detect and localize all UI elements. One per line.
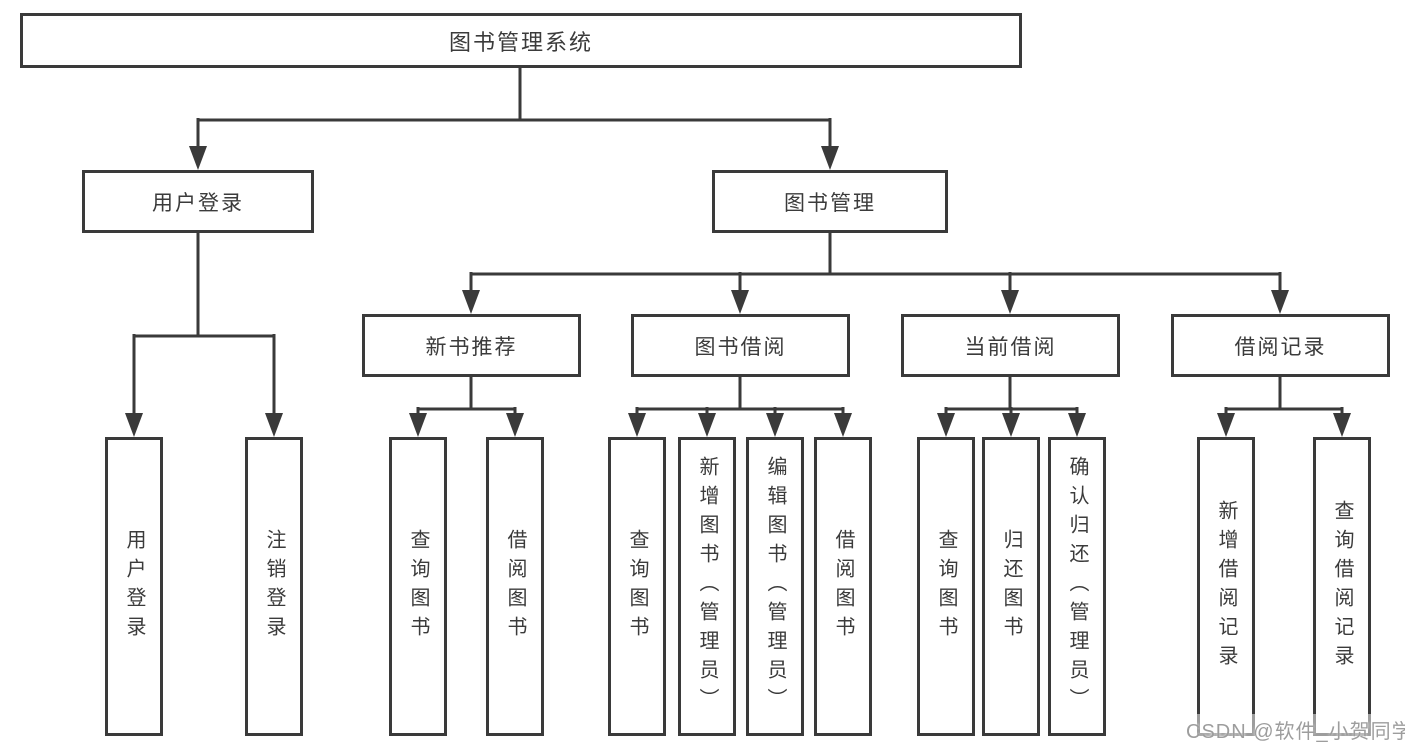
connector-book-management xyxy=(462,233,1289,314)
node-current-borrow-label: 当前借阅 xyxy=(964,335,1057,359)
node-root: 图书管理系统 xyxy=(20,13,1022,68)
leaf-query-borrow-record: 查询借阅记录 xyxy=(1313,437,1371,736)
connector-user-login xyxy=(125,233,283,437)
node-new-book-recommend: 新书推荐 xyxy=(362,314,581,377)
node-book-borrow-label: 图书借阅 xyxy=(694,335,787,359)
leaf-borrow-books-recommend-label: 借阅图书 xyxy=(504,528,526,645)
leaf-edit-book-admin-label: 编辑图书（管理员） xyxy=(764,456,786,717)
leaf-query-borrow-record-label: 查询借阅记录 xyxy=(1331,499,1353,674)
leaf-user-login: 用户登录 xyxy=(105,437,163,736)
node-book-management-label: 图书管理 xyxy=(784,191,876,215)
leaf-user-login-label: 用户登录 xyxy=(123,528,145,645)
node-borrow-records-label: 借阅记录 xyxy=(1234,335,1327,359)
node-book-borrow: 图书借阅 xyxy=(631,314,850,377)
node-book-management: 图书管理 xyxy=(712,170,948,233)
connector-borrow-records xyxy=(1217,377,1351,437)
leaf-borrow-books: 借阅图书 xyxy=(814,437,872,736)
node-current-borrow: 当前借阅 xyxy=(901,314,1120,377)
node-new-book-recommend-label: 新书推荐 xyxy=(425,335,518,359)
node-user-login: 用户登录 xyxy=(82,170,314,233)
leaf-query-books-borrow: 查询图书 xyxy=(608,437,666,736)
connector-current-borrow xyxy=(937,377,1086,437)
leaf-return-book-label: 归还图书 xyxy=(1000,528,1022,645)
leaf-query-books-recommend-label: 查询图书 xyxy=(407,528,429,645)
node-borrow-records: 借阅记录 xyxy=(1171,314,1390,377)
leaf-borrow-books-recommend: 借阅图书 xyxy=(486,437,544,736)
leaf-add-book-admin: 新增图书（管理员） xyxy=(678,437,736,736)
connector-new-book-recommend xyxy=(409,377,524,437)
leaf-query-books-current: 查询图书 xyxy=(917,437,975,736)
leaf-query-books-borrow-label: 查询图书 xyxy=(626,528,648,645)
connector-book-borrow xyxy=(628,377,852,437)
connector-root xyxy=(189,68,839,170)
leaf-query-books-recommend: 查询图书 xyxy=(389,437,447,736)
node-root-label: 图书管理系统 xyxy=(448,29,593,55)
leaf-logout: 注销登录 xyxy=(245,437,303,736)
leaf-add-borrow-record-label: 新增借阅记录 xyxy=(1215,499,1237,674)
csdn-watermark: CSDN @软件_小贺同学 xyxy=(1183,714,1405,745)
leaf-borrow-books-label: 借阅图书 xyxy=(832,528,854,645)
leaf-add-book-admin-label: 新增图书（管理员） xyxy=(696,456,718,717)
leaf-add-borrow-record: 新增借阅记录 xyxy=(1197,437,1255,736)
leaf-return-book: 归还图书 xyxy=(982,437,1040,736)
leaf-query-books-current-label: 查询图书 xyxy=(935,528,957,645)
leaf-logout-label: 注销登录 xyxy=(263,528,285,645)
leaf-confirm-return-admin: 确认归还（管理员） xyxy=(1048,437,1106,736)
leaf-confirm-return-admin-label: 确认归还（管理员） xyxy=(1066,456,1088,717)
leaf-edit-book-admin: 编辑图书（管理员） xyxy=(746,437,804,736)
node-user-login-label: 用户登录 xyxy=(152,191,244,215)
